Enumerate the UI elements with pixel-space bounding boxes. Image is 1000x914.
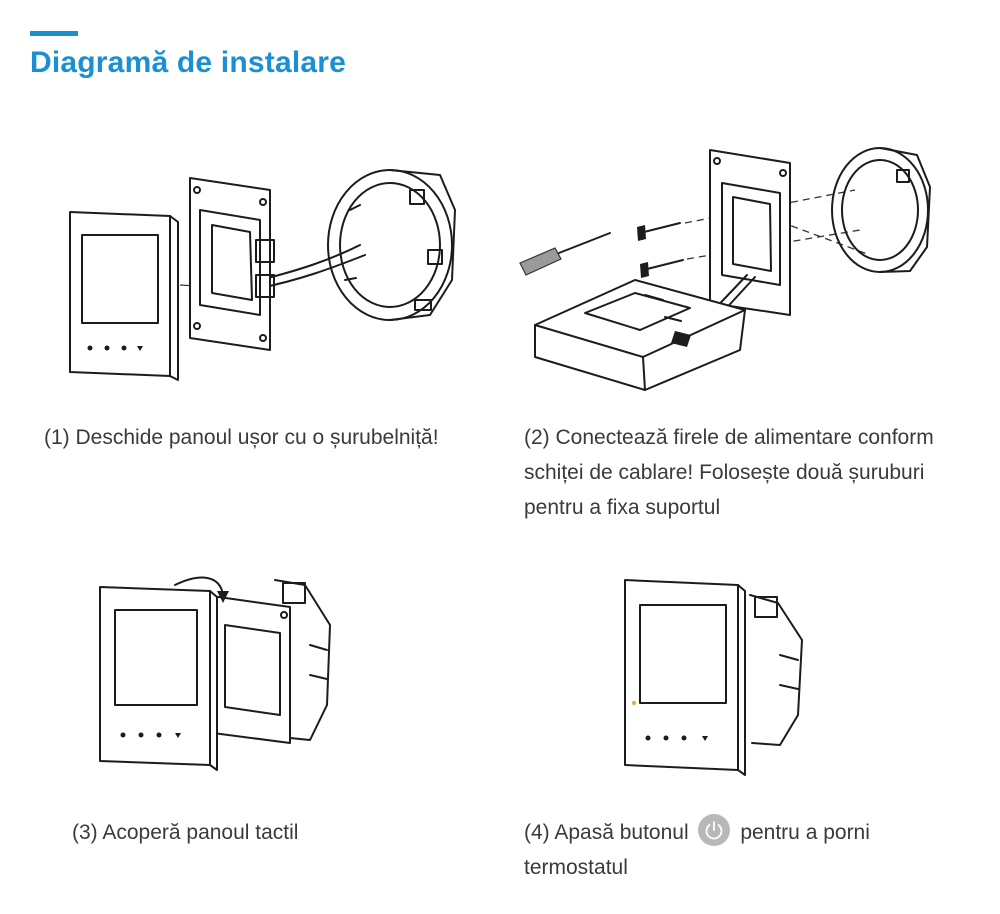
power-icon <box>698 814 731 847</box>
screw-icon <box>640 259 684 278</box>
caption-step-4: (4) Apasă butonul pentru a porni termost… <box>524 814 870 885</box>
figure-step-4 <box>624 579 803 776</box>
mounting-plate <box>709 149 791 316</box>
screwdriver-icon <box>519 232 611 276</box>
caption-step-4-text-after: pentru a porni <box>740 821 870 844</box>
figure-step-2 <box>519 147 931 391</box>
arrow-down-icon <box>174 576 229 603</box>
mounting-plate <box>189 177 275 351</box>
wall-box <box>327 169 456 321</box>
caption-step-3: (3) Acoperă panoul tactil <box>72 821 299 844</box>
thermostat-panel <box>99 586 218 771</box>
wall-box <box>274 579 331 741</box>
caption-step-4-line-1: (4) Apasă butonul pentru a porni <box>524 814 870 850</box>
figure-step-1 <box>69 169 456 381</box>
caption-step-2-line-1: (2) Conectează firele de alimentare conf… <box>524 426 934 449</box>
wall-box <box>831 147 931 273</box>
caption-step-4-text-before: (4) Apasă butonul <box>524 821 689 844</box>
thermostat-panel <box>69 211 179 381</box>
thermostat-panel <box>624 579 746 776</box>
thermostat-base <box>534 279 746 391</box>
screw-icon <box>637 222 681 241</box>
title-accent-bar <box>30 31 78 36</box>
caption-step-2: (2) Conectează firele de alimentare conf… <box>524 420 934 525</box>
caption-step-2-line-3: pentru a fixa suportul <box>524 496 721 519</box>
figure-step-3 <box>99 576 331 771</box>
caption-step-2-line-2: schiței de cablare! Folosește două șurub… <box>524 461 925 484</box>
power-led-icon <box>631 700 637 706</box>
wall-box <box>749 594 803 746</box>
caption-step-4-line-2: termostatul <box>524 856 628 879</box>
page-title: Diagramă de instalare <box>30 46 347 79</box>
caption-step-1: (1) Deschide panoul ușor cu o șurubelniț… <box>44 426 439 449</box>
